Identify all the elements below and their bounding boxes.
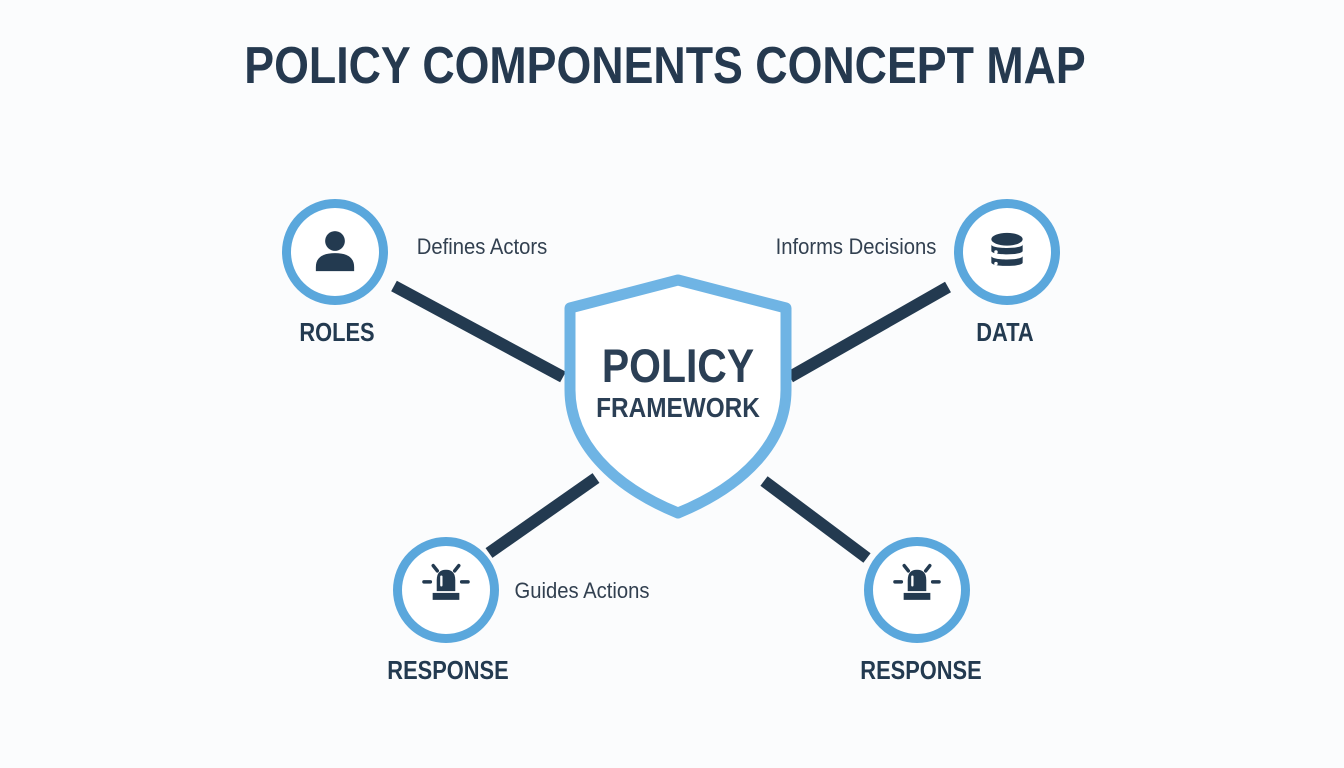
siren-icon [422, 563, 470, 600]
center-node-policy-framework: POLICY FRAMEWORK [558, 270, 798, 524]
node-roles [282, 199, 388, 305]
node-label-response-right: RESPONSE [860, 655, 982, 685]
siren-icon [893, 563, 941, 600]
node-data [954, 199, 1060, 305]
shield-icon [564, 274, 792, 519]
edge-label-defines-actors: Defines Actors [416, 234, 548, 259]
edge-label-guides-actions: Guides Actions [514, 578, 650, 603]
node-label-response-left: RESPONSE [387, 655, 509, 685]
database-icon [991, 232, 1023, 266]
edge-line-center-response-right [760, 476, 871, 563]
center-title-line2: FRAMEWORK [596, 392, 760, 423]
edge-line-center-response-left [485, 473, 600, 558]
node-response-left [393, 537, 499, 643]
node-label-roles: ROLES [299, 317, 375, 347]
edge-line-roles-center [391, 280, 566, 383]
center-title-line1: POLICY [601, 339, 755, 392]
edge-label-informs-decisions: Informs Decisions [775, 234, 937, 259]
node-label-data: DATA [976, 317, 1034, 347]
node-response-right [864, 537, 970, 643]
edge-line-data-center [787, 281, 951, 383]
user-icon [315, 231, 355, 272]
diagram-title: POLICY COMPONENTS CONCEPT MAP [244, 37, 1086, 95]
